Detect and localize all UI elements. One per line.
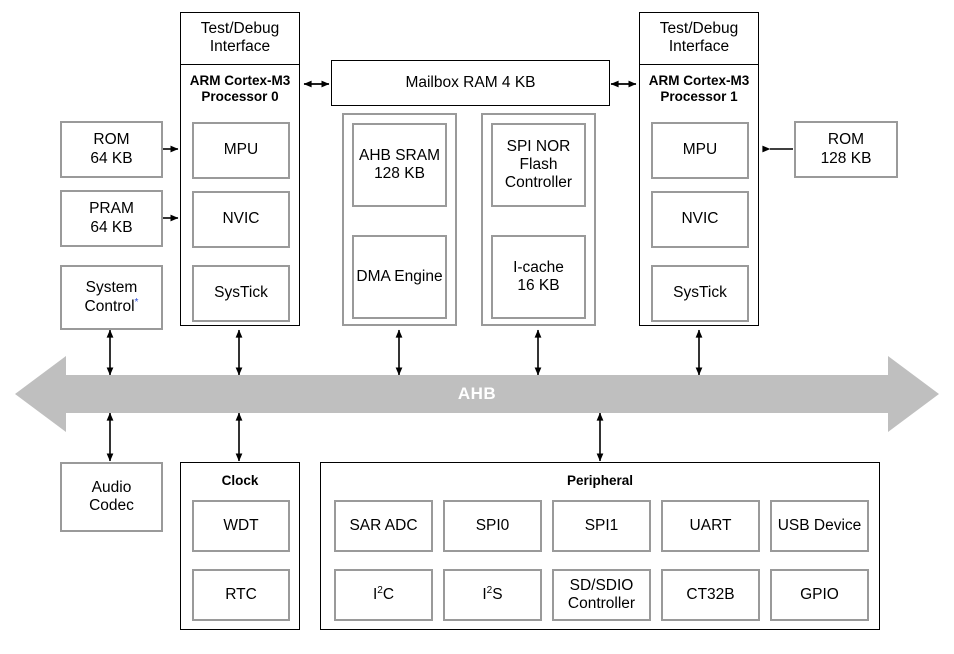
usb-device-label: USB Device [777, 516, 862, 534]
peripheral-title: Peripheral [566, 473, 634, 488]
block-spi0[interactable]: SPI0 [443, 500, 542, 552]
i2c-post: C [382, 585, 395, 603]
memory-group-1-container: AHB SRAM 128 KB DMA Engine [342, 113, 457, 326]
block-rom-128kb[interactable]: ROM 128 KB [794, 121, 898, 178]
peripheral-container[interactable]: Peripheral SAR ADC SPI0 SPI1 UART USB De… [320, 462, 880, 630]
processor-0-container[interactable]: Test/Debug Interface ARM Cortex-M3 Proce… [180, 12, 300, 326]
wdt-label: WDT [223, 516, 259, 534]
spinor-line2: Flash [519, 155, 558, 173]
block-pram-64kb[interactable]: PRAM 64 KB [60, 190, 163, 247]
block-rom-64kb[interactable]: ROM 64 KB [60, 121, 163, 178]
processor-0-core-label: ARM Cortex-M3 Processor 0 [181, 73, 299, 105]
block-dma-engine[interactable]: DMA Engine [352, 235, 447, 319]
processor-1-core-label: ARM Cortex-M3 Processor 1 [640, 73, 758, 105]
block-ct32b[interactable]: CT32B [661, 569, 760, 621]
block-spi1[interactable]: SPI1 [552, 500, 651, 552]
p0-mpu-label: MPU [223, 141, 259, 159]
ahb-sram-line1: AHB SRAM [359, 146, 440, 164]
rom-128-line1: ROM [827, 131, 865, 149]
p1-divider [640, 64, 758, 65]
p1-mpu-label: MPU [682, 141, 718, 159]
p0-core-line2: Processor 0 [201, 88, 279, 104]
sdsdio-line2: Controller [567, 595, 636, 612]
block-p0-mpu[interactable]: MPU [192, 122, 290, 179]
clock-title: Clock [221, 473, 259, 488]
i2s-pre: I [482, 585, 487, 603]
block-i2c[interactable]: I2C [334, 569, 433, 621]
clock-container[interactable]: Clock WDT RTC [180, 462, 300, 630]
p0-systick-label: SysTick [214, 284, 268, 302]
p0-nvic-label: NVIC [222, 210, 260, 228]
block-i-cache[interactable]: I-cache 16 KB [491, 235, 586, 319]
block-audio-codec[interactable]: Audio Codec [60, 462, 163, 532]
spi1-label: SPI1 [584, 516, 619, 534]
block-ahb-sram[interactable]: AHB SRAM 128 KB [352, 123, 447, 207]
p0-core-line1: ARM Cortex-M3 [189, 73, 291, 88]
system-control-line2: Control [84, 297, 135, 315]
p0-divider [181, 64, 299, 65]
block-p1-systick[interactable]: SysTick [651, 265, 749, 322]
ahb-bus-label: AHB [457, 384, 497, 403]
pram-line1: PRAM [89, 200, 134, 218]
block-rtc[interactable]: RTC [192, 569, 290, 621]
block-p1-nvic[interactable]: NVIC [651, 191, 749, 248]
icache-line2: 16 KB [517, 277, 560, 294]
icache-line1: I-cache [513, 258, 564, 276]
ct32b-label: CT32B [686, 585, 735, 603]
p1-debug-line1: Test/Debug [659, 20, 739, 37]
block-usb-device[interactable]: USB Device [770, 500, 869, 552]
dma-engine-label: DMA Engine [356, 267, 443, 285]
ahb-sram-line2: 128 KB [374, 165, 425, 182]
system-control-asterisk: * [134, 296, 139, 308]
block-gpio[interactable]: GPIO [770, 569, 869, 621]
system-control-line1: System [85, 279, 138, 297]
block-mailbox-ram[interactable]: Mailbox RAM 4 KB [331, 60, 610, 106]
rom-64-line1: ROM [93, 131, 130, 149]
mailbox-ram-label: Mailbox RAM 4 KB [405, 73, 536, 91]
i2s-sup: 2 [486, 584, 493, 596]
block-spi-nor-flash-controller[interactable]: SPI NOR Flash Controller [491, 123, 586, 207]
p1-systick-label: SysTick [673, 284, 727, 302]
processor-1-debug-title: Test/Debug Interface [640, 13, 758, 57]
i2c-sup: 2 [377, 584, 383, 596]
block-wdt[interactable]: WDT [192, 500, 290, 552]
block-system-control[interactable]: System Control* [60, 265, 163, 330]
processor-0-debug-title: Test/Debug Interface [181, 13, 299, 57]
memory-group-2-container: SPI NOR Flash Controller I-cache 16 KB [481, 113, 596, 326]
rom-128-line2: 128 KB [820, 149, 872, 167]
block-i2s[interactable]: I2S [443, 569, 542, 621]
uart-label: UART [689, 516, 732, 534]
pram-line2: 64 KB [90, 218, 133, 236]
spinor-line1: SPI NOR [506, 137, 571, 155]
block-p0-systick[interactable]: SysTick [192, 265, 290, 322]
rom-64-line2: 64 KB [90, 149, 133, 167]
i2s-post: S [492, 585, 503, 603]
spi0-label: SPI0 [475, 516, 510, 534]
block-sar-adc[interactable]: SAR ADC [334, 500, 433, 552]
p1-debug-line2: Interface [668, 38, 730, 56]
p0-debug-line1: Test/Debug [200, 20, 280, 37]
sdsdio-line1: SD/SDIO [569, 576, 634, 594]
block-p1-mpu[interactable]: MPU [651, 122, 749, 179]
p1-nvic-label: NVIC [681, 210, 719, 228]
audio-codec-line1: Audio [91, 478, 132, 496]
block-p0-nvic[interactable]: NVIC [192, 191, 290, 248]
i2c-pre: I [372, 585, 378, 603]
ahb-bus-shape [15, 356, 939, 432]
gpio-label: GPIO [800, 585, 839, 603]
p1-core-line2: Processor 1 [660, 88, 738, 104]
p1-core-line1: ARM Cortex-M3 [648, 73, 750, 88]
sar-adc-label: SAR ADC [349, 516, 418, 534]
block-sd-sdio-controller[interactable]: SD/SDIO Controller [552, 569, 651, 621]
audio-codec-line2: Codec [89, 497, 134, 514]
processor-1-container[interactable]: Test/Debug Interface ARM Cortex-M3 Proce… [639, 12, 759, 326]
block-uart[interactable]: UART [661, 500, 760, 552]
p0-debug-line2: Interface [209, 38, 271, 56]
spinor-line3: Controller [504, 174, 573, 192]
rtc-label: RTC [225, 585, 257, 603]
